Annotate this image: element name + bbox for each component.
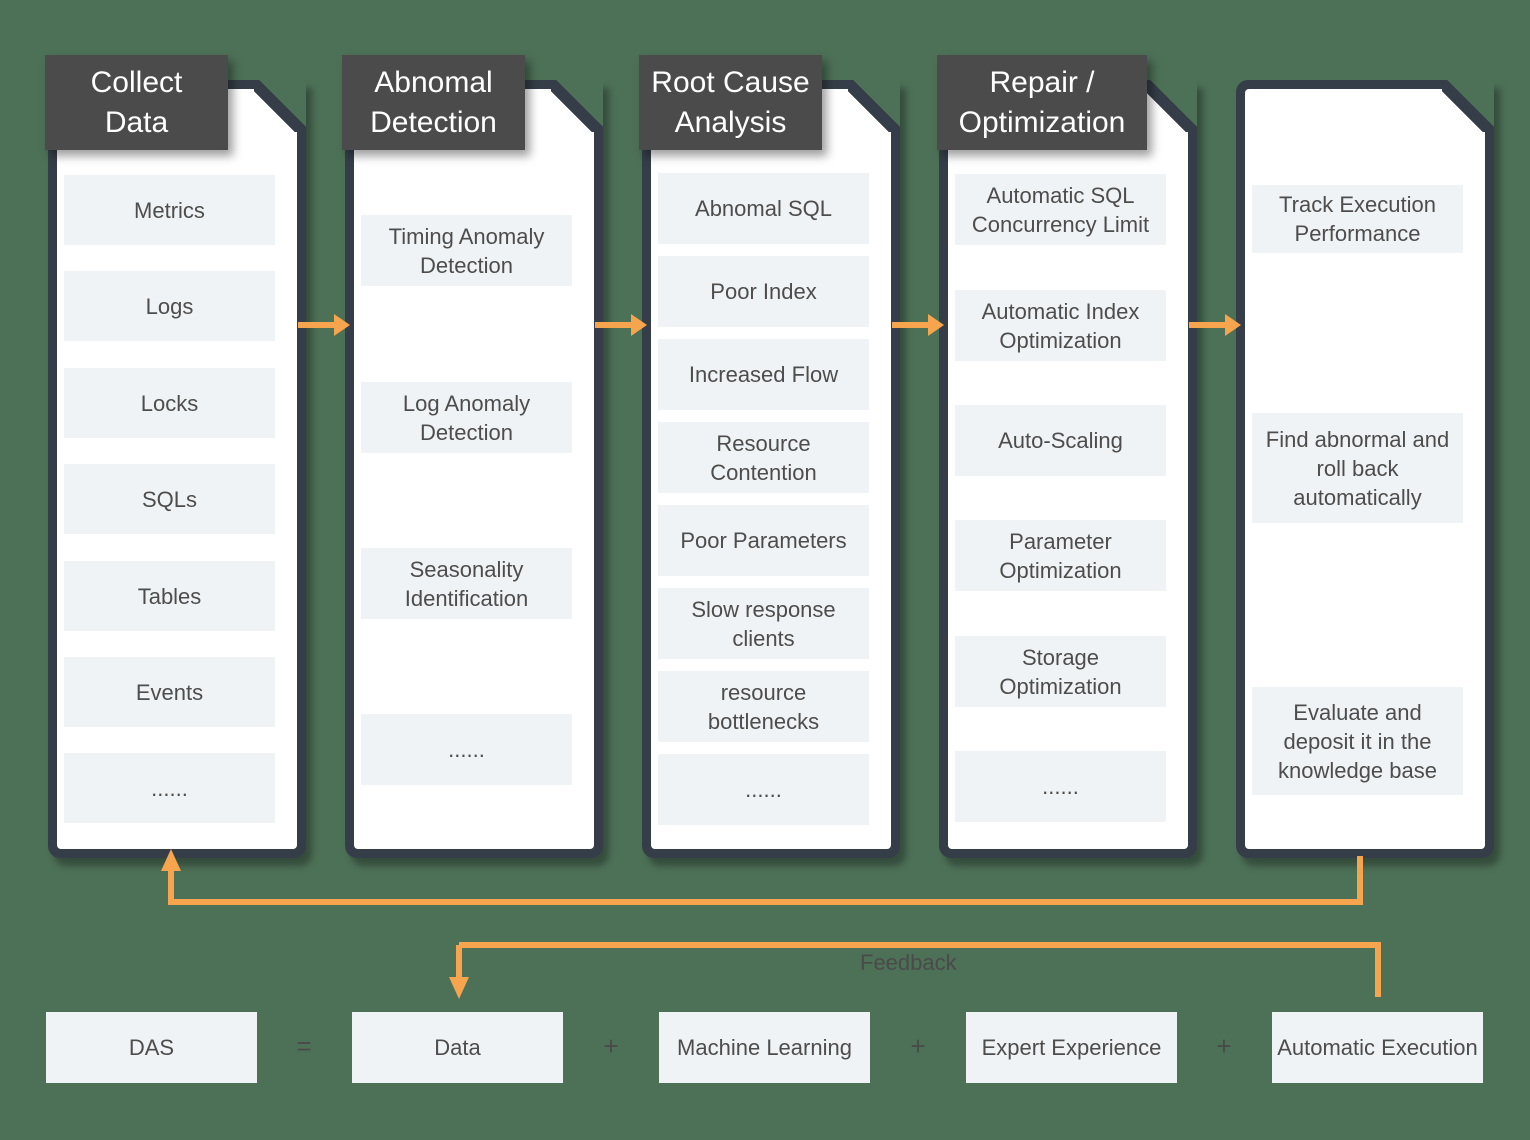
- stage-item: Poor Parameters: [658, 505, 869, 576]
- stage-item: Find abnormal and roll back automaticall…: [1252, 413, 1463, 523]
- stage-item: resource bottlenecks: [658, 671, 869, 742]
- equation-term-das: DAS: [46, 1012, 257, 1083]
- stage-title: Abnomal Detection: [370, 65, 497, 139]
- feedback-arrowhead-down-icon: [449, 977, 469, 999]
- stage-item: Locks: [64, 368, 275, 438]
- stage-item: ......: [64, 753, 275, 823]
- flow-arrow-icon: [1189, 314, 1241, 336]
- feedback-arrow-upper-horizontal-segment: [168, 899, 1363, 905]
- stage-item: Abnomal SQL: [658, 173, 869, 244]
- stage-item: Seasonality Identification: [361, 548, 572, 619]
- stage-item: Tables: [64, 561, 275, 631]
- stage-item: ......: [658, 754, 869, 825]
- stage-item: Poor Index: [658, 256, 869, 327]
- stage-title: Collect Data: [90, 65, 183, 139]
- stage-item: Track Execution Performance: [1252, 185, 1463, 253]
- stage-header-repair-optimization: Repair / Optimization: [937, 55, 1147, 150]
- stage-item: Events: [64, 657, 275, 727]
- equation-operator-plus: +: [910, 1031, 926, 1061]
- stage-item: Timing Anomaly Detection: [361, 215, 572, 286]
- stage-item: Log Anomaly Detection: [361, 382, 572, 453]
- stage-item: Resource Contention: [658, 422, 869, 493]
- equation-operator-plus: +: [603, 1031, 619, 1061]
- stage-item: SQLs: [64, 464, 275, 534]
- flow-arrow-icon: [595, 314, 647, 336]
- stage-item: Automatic SQL Concurrency Limit: [955, 174, 1166, 245]
- feedback-arrow-lower-right-segment: [1375, 945, 1381, 997]
- stage-item: Slow response clients: [658, 588, 869, 659]
- equation-operator-plus: +: [1216, 1031, 1232, 1061]
- stage-item: Evaluate and deposit it in the knowledge…: [1252, 687, 1463, 795]
- feedback-arrow-lower-horizontal-segment: [459, 942, 1381, 948]
- stage-item: Automatic Index Optimization: [955, 290, 1166, 361]
- stage-item: Storage Optimization: [955, 636, 1166, 707]
- stage-title: Repair / Optimization: [958, 65, 1126, 139]
- equation-term-machine-learning: Machine Learning: [659, 1012, 870, 1083]
- feedback-label: Feedback: [860, 950, 957, 975]
- feedback-arrowhead-up-icon: [161, 849, 181, 871]
- stage-header-collect-data: Collect Data: [45, 55, 228, 150]
- stage-item: Logs: [64, 271, 275, 341]
- equation-term-expert-experience: Expert Experience: [966, 1012, 1177, 1083]
- equation-operator-equals: =: [296, 1031, 312, 1061]
- stage-item: ......: [955, 751, 1166, 822]
- flow-arrow-icon: [298, 314, 350, 336]
- flow-arrow-icon: [892, 314, 944, 336]
- feedback-arrow-upper-left-segment: [168, 870, 174, 905]
- stage-item: Increased Flow: [658, 339, 869, 410]
- feedback-arrow-lower-left-segment: [456, 945, 462, 978]
- equation-term-data: Data: [352, 1012, 563, 1083]
- stage-item: Parameter Optimization: [955, 520, 1166, 591]
- stage-title: Root Cause Analysis: [651, 65, 810, 139]
- feedback-arrow-upper-right-segment: [1357, 856, 1363, 905]
- equation-term-automatic-execution: Automatic Execution: [1272, 1012, 1483, 1083]
- stage-header-abnomal-detection: Abnomal Detection: [342, 55, 525, 150]
- stage-item: ......: [361, 714, 572, 785]
- stage-item: Metrics: [64, 175, 275, 245]
- stage-item: Auto-Scaling: [955, 405, 1166, 476]
- stage-header-root-cause-analysis: Root Cause Analysis: [639, 55, 822, 150]
